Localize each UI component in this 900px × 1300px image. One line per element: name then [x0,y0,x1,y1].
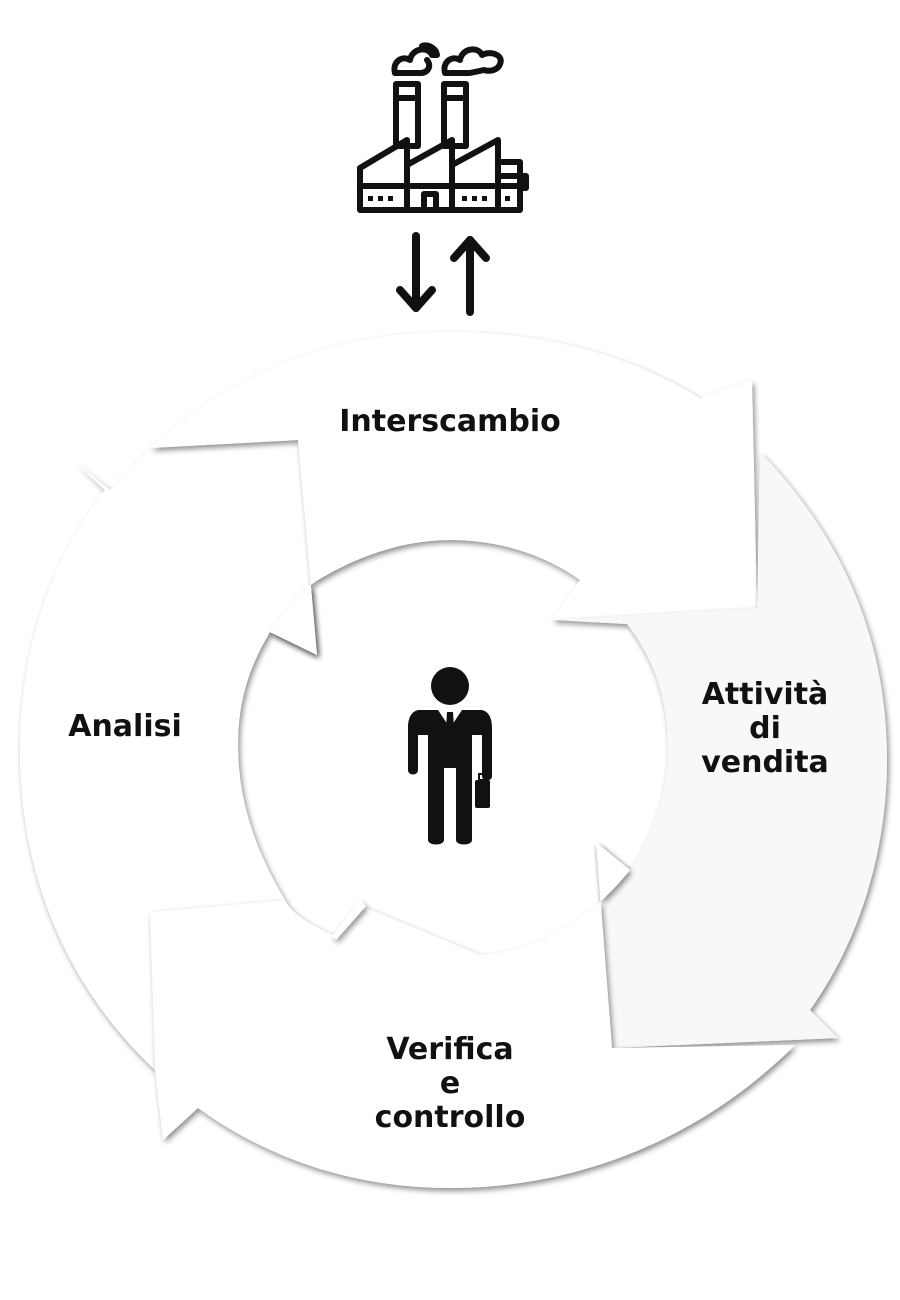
segment-analisi [20,440,317,1070]
segment-interscambio [150,332,757,655]
segment-notch [332,900,366,940]
label-attivita-di-vendita: Attività di vendita [701,677,829,780]
segment-verifica [150,842,795,1188]
label-interscambio: Interscambio [339,404,561,439]
segment-attivita [552,452,887,1048]
label-analisi: Analisi [68,709,182,744]
label-verifica-e-controllo: Verifica e controllo [374,1032,526,1135]
